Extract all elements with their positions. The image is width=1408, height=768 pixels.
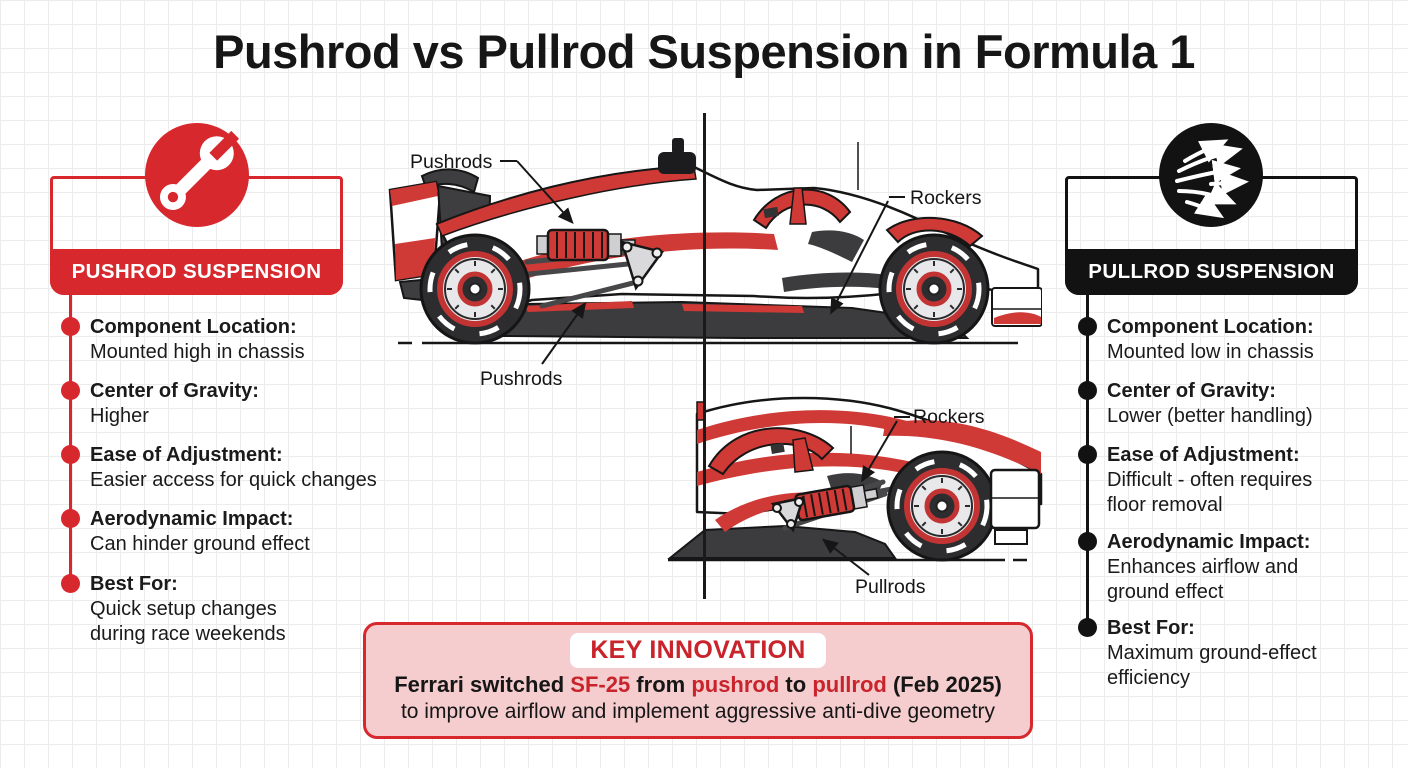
item-label: Center of Gravity: [1107,380,1276,402]
item-value: Mounted low in chassis [1107,341,1314,363]
key-text-segment: to [779,672,813,697]
item-value: Lower (better handling) [1107,405,1313,427]
label-pushrods-upper: Pushrods [410,151,493,173]
item-value: Quick setup changes during race weekends [90,598,286,645]
bullet-icon [61,445,80,464]
key-innovation-line2: to improve airflow and implement aggress… [400,700,996,723]
list-item: Center of Gravity: Higher [61,379,406,429]
bullet-icon [1078,532,1097,551]
item-value: Difficult - often requires floor removal [1107,469,1313,516]
bullet-icon [61,317,80,336]
key-innovation-line1: Ferrari switched SF-25 from pushrod to p… [366,672,1030,698]
pullrod-badge [1159,123,1263,227]
pullrod-car-diagram: Rockers Pullrods [667,396,1043,598]
pushrod-timeline [69,293,72,586]
list-item: Aerodynamic Impact: Enhances airflow and… [1078,530,1408,605]
item-label: Best For: [90,573,178,595]
item-label: Aerodynamic Impact: [90,508,294,530]
list-item: Ease of Adjustment: Easier access for qu… [61,443,406,493]
bullet-icon [1078,381,1097,400]
list-item: Ease of Adjustment: Difficult - often re… [1078,443,1408,518]
item-label: Ease of Adjustment: [90,444,283,466]
label-pushrods-lower: Pushrods [480,368,563,390]
key-text-segment: pullrod [812,672,887,697]
key-innovation-heading: KEY INNOVATION [570,633,826,668]
item-label: Component Location: [90,316,297,338]
airflow-icon [1159,121,1263,230]
wrench-icon [145,121,249,230]
pullrod-header: PULLROD SUSPENSION [1065,249,1358,295]
key-text-segment: from [630,672,692,697]
item-value: Enhances airflow and ground effect [1107,556,1299,603]
item-value: Easier access for quick changes [90,469,377,491]
key-text-segment: (Feb 2025) [886,672,1002,697]
list-item: Best For: Maximum ground-effect efficien… [1078,616,1408,691]
key-text-segment: Ferrari switched [394,672,571,697]
item-label: Center of Gravity: [90,380,259,402]
item-label: Ease of Adjustment: [1107,444,1300,466]
label-rockers-bottom-car: Rockers [913,406,985,428]
key-innovation-box: KEY INNOVATION Ferrari switched SF-25 fr… [363,622,1033,739]
list-item: Component Location: Mounted low in chass… [1078,315,1408,365]
bullet-icon [1078,445,1097,464]
bullet-icon [61,381,80,400]
key-text-segment: pushrod [691,672,780,697]
label-rockers-top-car: Rockers [910,187,982,209]
item-label: Component Location: [1107,316,1314,338]
item-value: Mounted high in chassis [90,341,305,363]
center-divider [703,113,706,599]
label-pullrods: Pullrods [855,576,926,598]
page-title: Pushrod vs Pullrod Suspension in Formula… [213,25,1195,78]
bullet-icon [1078,317,1097,336]
item-value: Can hinder ground effect [90,533,310,555]
pushrod-header: PUSHROD SUSPENSION [50,249,343,295]
pushrod-car-diagram: Pushrods Rockers Pushrods [388,138,1042,390]
list-item: Component Location: Mounted high in chas… [61,315,406,365]
key-text-segment: SF-25 [570,672,631,697]
item-label: Aerodynamic Impact: [1107,531,1311,553]
item-value: Higher [90,405,149,427]
item-value: Maximum ground-effect efficiency [1107,642,1317,689]
list-item: Best For: Quick setup changes during rac… [61,572,406,647]
list-item: Aerodynamic Impact: Can hinder ground ef… [61,507,406,557]
bullet-icon [61,574,80,593]
bullet-icon [61,509,80,528]
pushrod-badge [145,123,249,227]
bullet-icon [1078,618,1097,637]
list-item: Center of Gravity: Lower (better handlin… [1078,379,1408,429]
pushrod-header-box: PUSHROD SUSPENSION [50,176,343,295]
item-label: Best For: [1107,617,1195,639]
